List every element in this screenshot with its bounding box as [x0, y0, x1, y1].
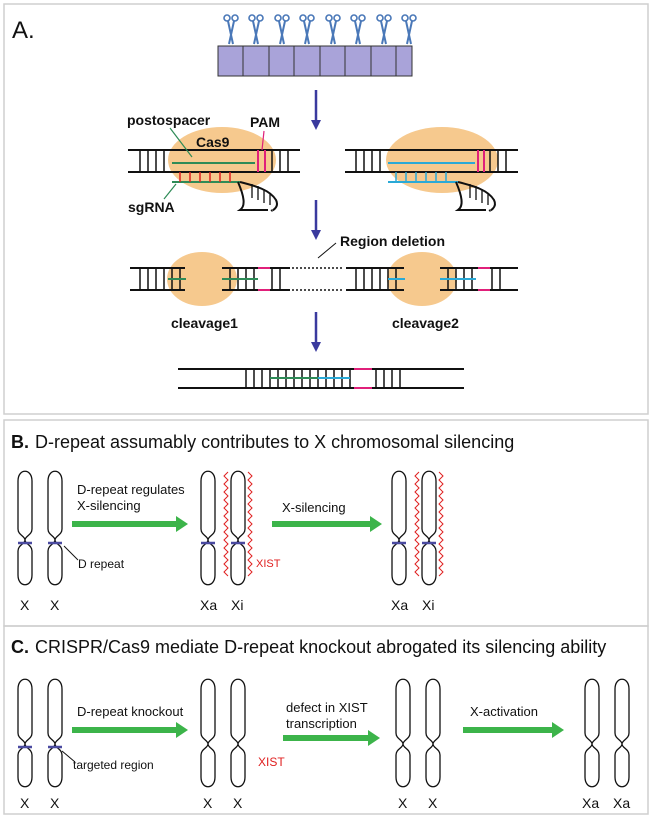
chromosome-label: Xa — [582, 795, 599, 811]
scissors-icon — [401, 14, 417, 45]
chromosome-pair-2 — [200, 470, 246, 586]
cleavage-row — [130, 242, 518, 306]
panel-c: C. CRISPR/Cas9 mediate D-repeat knockout … — [3, 625, 649, 815]
down-arrow-3 — [311, 312, 321, 352]
xist-label: XIST — [256, 558, 281, 570]
green-arrow-b2 — [272, 516, 382, 532]
c-arrow2-text-line2: transcription — [286, 716, 357, 731]
panel-c-label: C. — [11, 637, 29, 657]
green-arrow-c3 — [463, 722, 564, 738]
panel-b: B. D-repeat assumably contributes to X ch… — [3, 419, 649, 627]
chromosome-label: X — [203, 795, 213, 811]
cas9-complex-right — [345, 127, 518, 212]
cas9-complex-left — [128, 127, 300, 212]
d-repeat-pointer — [63, 545, 79, 561]
cleavage2-label: cleavage2 — [392, 315, 459, 331]
targeted-region-label: targeted region — [73, 758, 154, 772]
b-arrow1-text-line1: D-repeat regulates — [77, 482, 185, 497]
b-arrow1-text-line2: X-silencing — [77, 498, 141, 513]
down-arrow-1 — [311, 90, 321, 130]
panel-c-title: CRISPR/Cas9 mediate D-repeat knockout ab… — [35, 637, 606, 657]
region-deletion-label: Region deletion — [340, 233, 445, 249]
panel-a: A. — [3, 3, 649, 415]
scissors-icon — [223, 14, 239, 45]
scissors-icon — [325, 14, 341, 45]
c-chromosome-pair-3 — [395, 678, 441, 788]
xist-rna-coating — [223, 471, 253, 577]
chromosome-label: X — [50, 597, 60, 613]
panel-c-heading: C. CRISPR/Cas9 mediate D-repeat knockout … — [11, 637, 606, 657]
postospacer-pointer — [169, 127, 193, 158]
targeted-region-pointer — [61, 750, 76, 763]
c-chromosome-pair-4 — [584, 678, 630, 788]
chromosome-label: X — [20, 795, 30, 811]
c-arrow3-text: X-activation — [470, 704, 538, 719]
chromosome-label: X — [428, 795, 438, 811]
chromosome-label: Xa — [391, 597, 408, 613]
c-chromosome-labels: X X X X X X Xa Xa — [20, 795, 630, 811]
scissors-icon — [274, 14, 290, 45]
c-arrow1-text: D-repeat knockout — [77, 704, 184, 719]
chromosome-label: X — [50, 795, 60, 811]
postospacer-label: postospacer — [127, 112, 211, 128]
panel-b-label: B. — [11, 432, 29, 452]
green-arrow-b1 — [72, 516, 188, 532]
chromosome-label: Xa — [200, 597, 217, 613]
scissors-icon — [350, 14, 366, 45]
panel-b-heading: B. D-repeat assumably contributes to X ch… — [11, 432, 514, 452]
down-arrow-2 — [311, 200, 321, 240]
c-arrow2-text-line1: defect in XIST — [286, 700, 368, 715]
panel-b-title: D-repeat assumably contributes to X chro… — [35, 432, 514, 452]
chromosome-label: X — [398, 795, 408, 811]
xist-rna-coating — [414, 471, 444, 577]
scissors-icon — [248, 14, 264, 45]
c-chromosome-pair-2 — [200, 678, 246, 788]
scissors-icon — [376, 14, 392, 45]
pam-label: PAM — [250, 114, 280, 130]
cas9-label: Cas9 — [196, 134, 230, 150]
scissors-icon — [299, 14, 315, 45]
green-arrow-c1 — [72, 722, 188, 738]
chromosome-pair-1 — [17, 470, 63, 586]
chromosome-label: Xi — [422, 597, 434, 613]
chromosome-label: Xi — [231, 597, 243, 613]
c-chromosome-pair-1 — [17, 678, 63, 788]
sgrna-pointer — [163, 183, 177, 200]
b-chromosome-labels: X X Xa Xi Xa Xi — [20, 597, 434, 613]
rejoined-dna — [178, 368, 464, 389]
chromosome-pair-3 — [391, 470, 437, 586]
c-xist-label: XIST — [258, 755, 285, 769]
d-repeat-label: D repeat — [78, 557, 125, 571]
cleavage1-label: cleavage1 — [171, 315, 238, 331]
scissors-row — [223, 14, 417, 45]
pam-pointer — [261, 130, 265, 151]
panel-a-label: A. — [12, 17, 35, 44]
green-arrow-c2 — [283, 730, 380, 746]
chromosome-label: Xa — [613, 795, 630, 811]
b-arrow2-text: X-silencing — [282, 500, 346, 515]
guide-library-block — [217, 45, 413, 77]
chromosome-label: X — [233, 795, 243, 811]
sgrna-label: sgRNA — [128, 199, 175, 215]
chromosome-label: X — [20, 597, 30, 613]
